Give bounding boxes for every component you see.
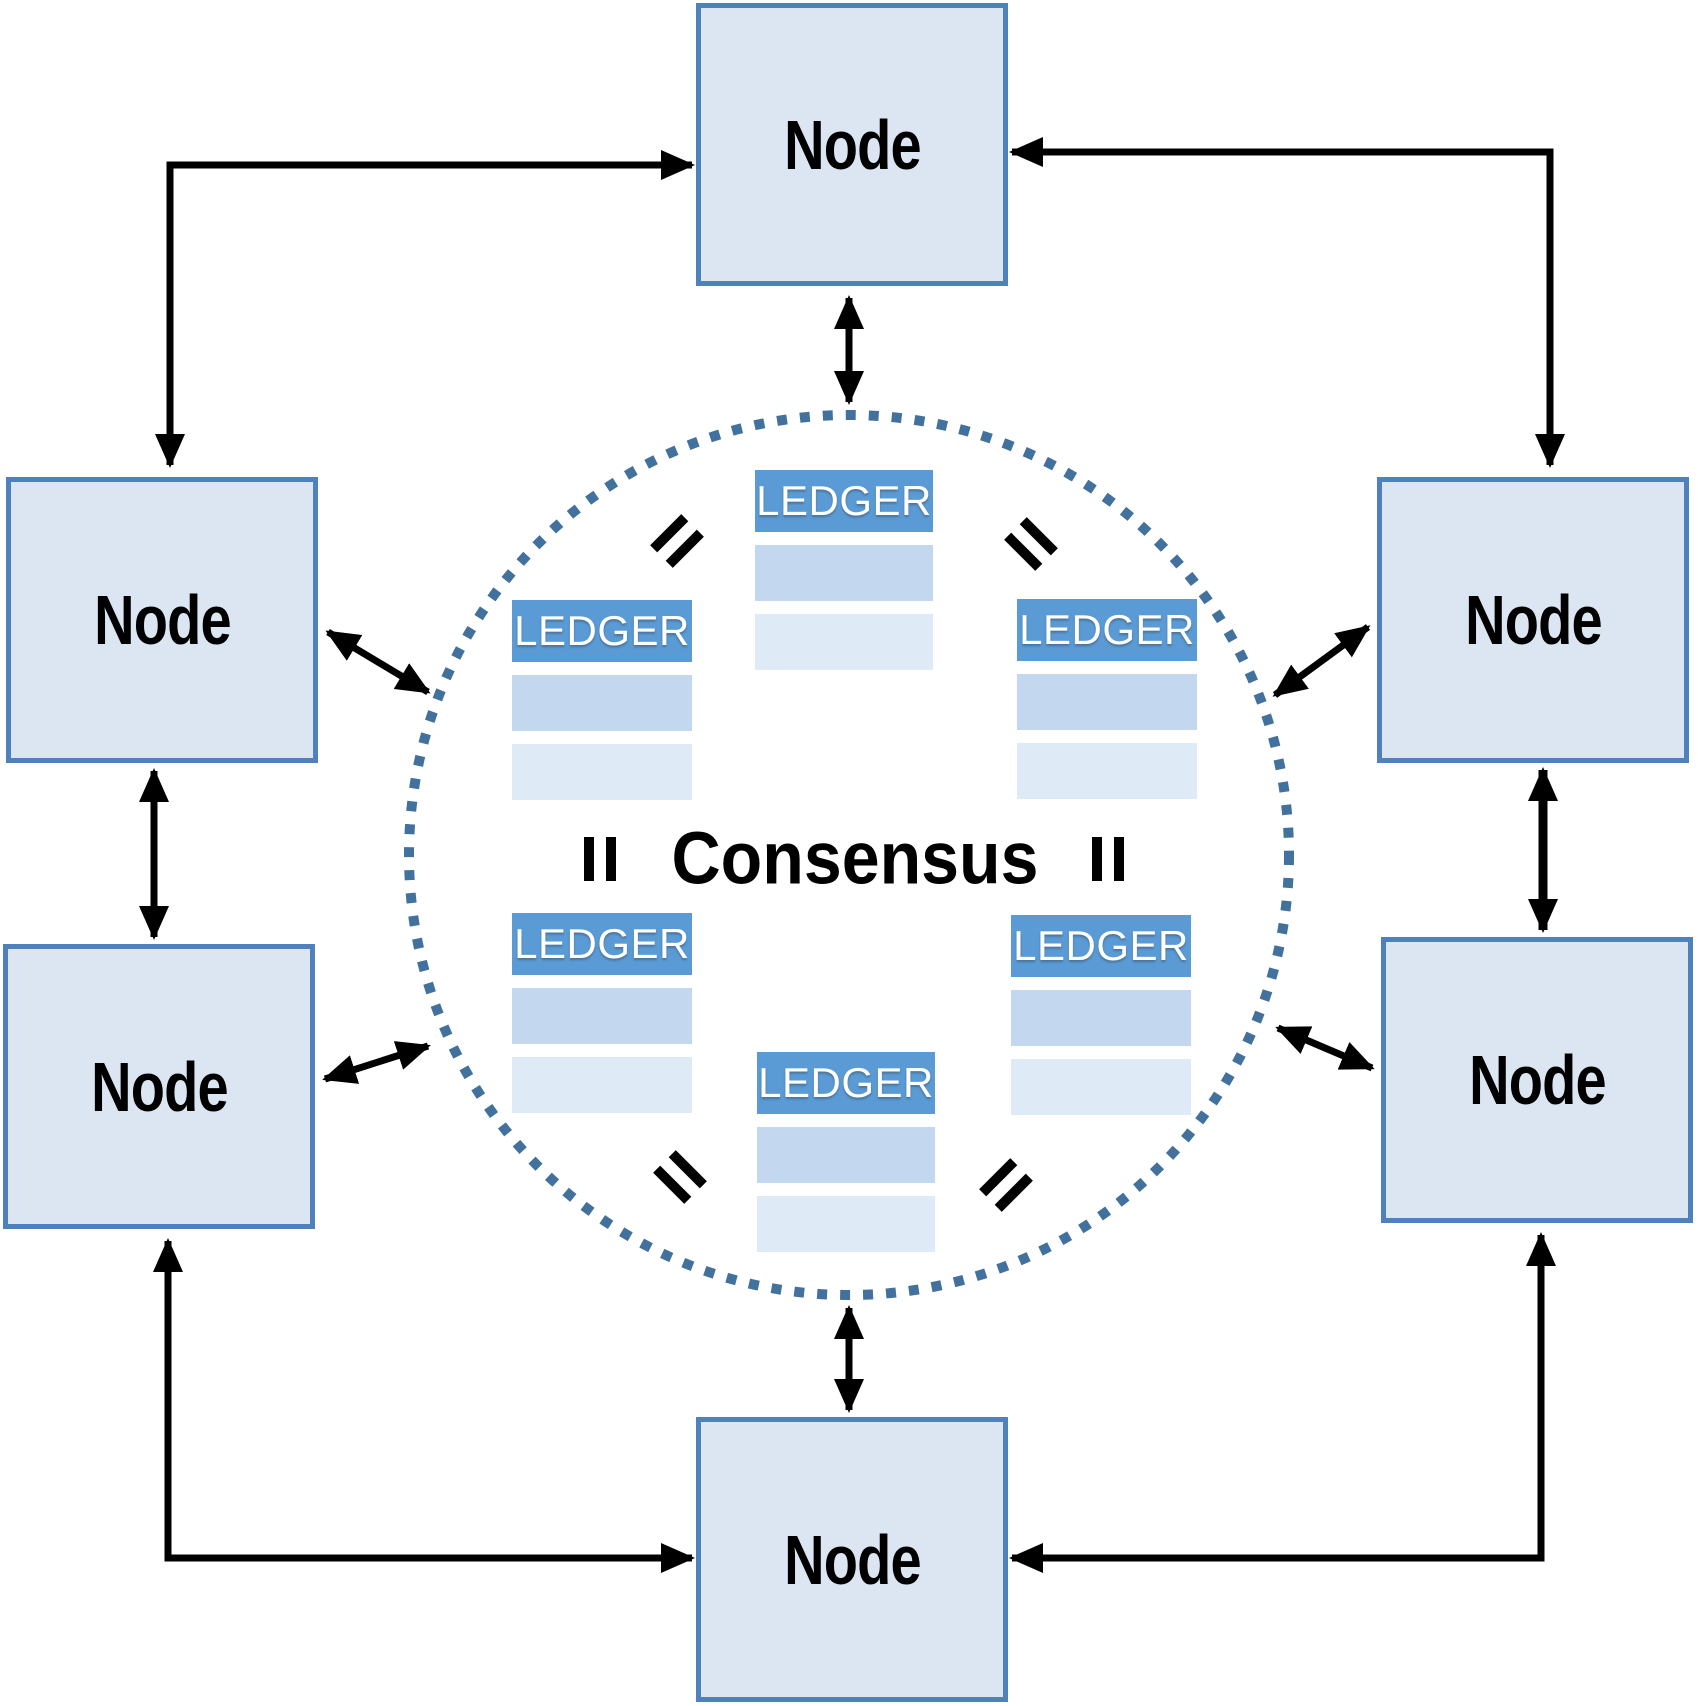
- ledger-row: [512, 675, 692, 731]
- ledger-row: [1011, 1059, 1191, 1115]
- node-right-upper-label: Node: [1464, 581, 1603, 659]
- ledger-row: [512, 1057, 692, 1113]
- consensus-circle: [404, 410, 1294, 1300]
- node-bottom: Node: [696, 1417, 1008, 1702]
- arrow-top-to-rightupper: [1009, 137, 1565, 468]
- ledger-right-header: LEDGER: [1017, 599, 1197, 661]
- ledger-bottom-right: LEDGER: [1011, 915, 1191, 1115]
- ledger-bottom-left-header: LEDGER: [512, 913, 692, 975]
- arrow-leftupper-to-circle: [325, 628, 431, 696]
- node-left-lower: Node: [3, 944, 315, 1229]
- arrow-top-to-leftupper: [155, 150, 695, 468]
- ledger-row: [1011, 990, 1191, 1046]
- ledger-bottom-center-header: LEDGER: [757, 1052, 935, 1114]
- node-right-upper: Node: [1377, 477, 1689, 763]
- node-right-lower-label: Node: [1468, 1041, 1607, 1119]
- ledger-row: [512, 988, 692, 1044]
- arrow-leftlower-to-circle: [322, 1041, 431, 1084]
- arrow-bottom-to-rightlower: [1009, 1232, 1556, 1573]
- node-right-lower: Node: [1381, 937, 1693, 1223]
- ledger-bottom-right-header: LEDGER: [1011, 915, 1191, 977]
- ledger-row: [755, 614, 933, 670]
- ledger-left: LEDGER: [512, 600, 692, 800]
- ledger-row: [757, 1196, 935, 1252]
- arrow-bottom-to-leftlower: [153, 1238, 695, 1573]
- ledger-left-header: LEDGER: [512, 600, 692, 662]
- node-left-lower-label: Node: [90, 1047, 229, 1126]
- consensus-label: Consensus: [671, 816, 1039, 900]
- ledger-row: [757, 1127, 935, 1183]
- node-top: Node: [696, 3, 1008, 286]
- ledger-bottom-left: LEDGER: [512, 913, 692, 1113]
- node-left-upper: Node: [6, 477, 318, 763]
- arrow-rightupper-to-circle: [1272, 624, 1371, 698]
- node-top-label: Node: [783, 105, 922, 184]
- ledger-top-center: LEDGER: [755, 470, 933, 670]
- ledger-right: LEDGER: [1017, 599, 1197, 799]
- ledger-row: [755, 545, 933, 601]
- ledger-row: [1017, 674, 1197, 730]
- ledger-bottom-center: LEDGER: [757, 1052, 935, 1252]
- ledger-top-center-header: LEDGER: [755, 470, 933, 532]
- node-bottom-label: Node: [783, 1520, 922, 1599]
- node-left-upper-label: Node: [93, 581, 232, 659]
- arrow-rightlower-to-circle: [1275, 1024, 1375, 1072]
- ledger-row: [512, 744, 692, 800]
- ledger-row: [1017, 743, 1197, 799]
- equals-mid-left-icon: [584, 837, 616, 881]
- equals-mid-right-icon: [1092, 837, 1124, 881]
